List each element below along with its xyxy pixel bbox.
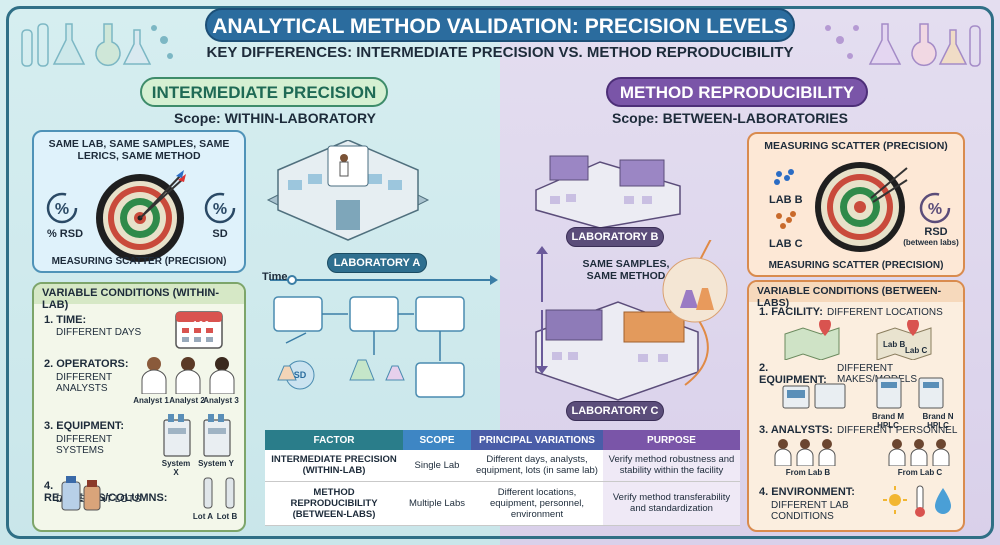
analyst-2-label: Analyst 2 bbox=[169, 396, 205, 405]
system-x-label: System X bbox=[161, 459, 191, 477]
right-item-4-desc: DIFFERENT LAB CONDITIONS bbox=[771, 500, 849, 522]
variable-conditions-between-labs-box: VARIABLE CONDITIONS (BETWEEN-LABS) 1. FA… bbox=[747, 280, 965, 532]
laboratory-b-building-icon bbox=[535, 155, 681, 229]
brand-n-hplc: Brand N HPLC bbox=[922, 412, 954, 430]
left-item-3-title: 3. EQUIPMENT: bbox=[44, 420, 125, 432]
glassware-decoration-right bbox=[825, 23, 981, 67]
same-conditions-box: SAME LAB, SAME SAMPLES, SAME LERICS, SAM… bbox=[32, 130, 246, 273]
table-row: INTERMEDIATE PRECISION (WITHIN-LAB) Sing… bbox=[265, 450, 740, 482]
rsd-between-labs: (between labs) bbox=[903, 238, 959, 247]
page-title: ANALYTICAL METHOD VALIDATION: PRECISION … bbox=[205, 8, 795, 42]
glassware-decoration-left bbox=[21, 23, 173, 67]
lab-b-marker: LAB B bbox=[769, 194, 803, 206]
from-lab-c: From Lab C bbox=[897, 468, 943, 477]
columns-icon bbox=[203, 477, 235, 509]
svg-text:%: % bbox=[55, 201, 69, 218]
time-label: Time bbox=[262, 271, 288, 283]
right-item-1-title: 1. FACILITY: bbox=[759, 306, 823, 318]
variable-conditions-within-lab-box: VARIABLE CONDITIONS (WITHIN-LAB) 1. TIME… bbox=[32, 282, 246, 532]
method-reproducibility-header: METHOD REPRODUCIBILITY bbox=[606, 77, 868, 107]
measuring-scatter-right-top: MEASURING SCATTER (PRECISION) bbox=[764, 140, 948, 152]
table-cell-factor: INTERMEDIATE PRECISION (WITHIN-LAB) bbox=[265, 450, 403, 482]
rsd-label: % RSD bbox=[46, 228, 84, 240]
right-item-3-title: 3. ANALYSTS: bbox=[759, 424, 833, 436]
same-samples-method-text: SAME SAMPLES, SAME METHOD bbox=[582, 258, 670, 282]
left-item-3-desc: DIFFERENT SYSTEMS bbox=[56, 434, 112, 456]
dartboard-icon-right bbox=[815, 162, 908, 252]
dartboard-icon bbox=[96, 170, 186, 262]
table-header-purpose: PURPOSE bbox=[603, 430, 740, 450]
map-locations-icon bbox=[784, 320, 932, 360]
comparison-table: FACTOR SCOPE PRINCIPAL VARIATIONS PURPOS… bbox=[265, 430, 740, 527]
left-item-1-title: 1. TIME: bbox=[44, 314, 87, 326]
table-header-scope: SCOPE bbox=[403, 430, 471, 450]
intermediate-precision-header: INTERMEDIATE PRECISION bbox=[140, 77, 388, 107]
rsd-right-label: RSD bbox=[924, 226, 948, 238]
hplc-systems-icon bbox=[163, 414, 231, 457]
table-cell-variations: Different days, analysts, equipment, lot… bbox=[471, 450, 603, 482]
table-header-variations: PRINCIPAL VARIATIONS bbox=[471, 430, 603, 450]
analysts-icon bbox=[141, 357, 235, 394]
percent-cycle-icon-left: % bbox=[46, 192, 78, 224]
table-cell-scope: Single Lab bbox=[403, 450, 471, 482]
sd-bubble-label: SD bbox=[293, 370, 307, 380]
same-conditions-text: SAME LAB, SAME SAMPLES, SAME LERICS, SAM… bbox=[48, 138, 230, 162]
table-header-factor: FACTOR bbox=[265, 430, 403, 450]
right-item-4-title: 4. ENVIRONMENT: bbox=[759, 486, 855, 498]
environment-icons bbox=[883, 485, 951, 517]
table-cell-variations: Different locations, equipment, personne… bbox=[471, 481, 603, 527]
laboratory-a-building-icon bbox=[266, 140, 430, 241]
left-scope: Scope: WITHIN-LABORATORY bbox=[174, 110, 376, 126]
reagent-bottles-icon bbox=[61, 476, 101, 511]
lot-a-label: Lot A bbox=[192, 512, 214, 521]
analyst-1-label: Analyst 1 bbox=[133, 396, 169, 405]
svg-text:%: % bbox=[928, 201, 942, 218]
brand-m-hplc: Brand M HPLC bbox=[872, 412, 904, 430]
map-lab-b: Lab B bbox=[883, 340, 906, 349]
lab-connection-arrows bbox=[536, 240, 728, 386]
sd-label: SD bbox=[212, 228, 228, 240]
percent-cycle-icon-rsd: % bbox=[919, 192, 951, 224]
laboratory-c-label: LABORATORY C bbox=[566, 401, 664, 421]
table-cell-factor: METHOD REPRODUCIBILITY (BETWEEN-LABS) bbox=[265, 481, 403, 527]
equipment-makes-icon bbox=[782, 377, 944, 409]
right-scope: Scope: BETWEEN-LABORATORIES bbox=[612, 110, 848, 126]
lab-c-marker: LAB C bbox=[769, 238, 803, 250]
left-item-2-title: 2. OPERATORS: bbox=[44, 358, 129, 370]
left-item-2-desc: DIFFERENT ANALYSTS bbox=[56, 372, 112, 394]
measuring-scatter-between-labs-box: MEASURING SCATTER (PRECISION) LAB B LAB … bbox=[747, 132, 965, 277]
left-item-1-desc: DIFFERENT DAYS bbox=[56, 327, 142, 338]
table-row: METHOD REPRODUCIBILITY (BETWEEN-LABS) Mu… bbox=[265, 481, 740, 527]
svg-text:%: % bbox=[213, 201, 227, 218]
right-item-1-desc: DIFFERENT LOCATIONS bbox=[827, 307, 943, 318]
laboratory-c-building-icon bbox=[535, 301, 699, 401]
right-item-3-desc: DIFFERENT PERSONNEL bbox=[837, 425, 958, 436]
lot-b-label: Lot B bbox=[216, 512, 238, 521]
laboratory-a-label: LABORATORY A bbox=[327, 253, 427, 273]
map-lab-c: Lab C bbox=[905, 346, 928, 355]
variable-conditions-right-title: VARIABLE CONDITIONS (BETWEEN-LABS) bbox=[757, 285, 942, 309]
variable-conditions-left-title: VARIABLE CONDITIONS (WITHIN-LAB) bbox=[42, 287, 220, 311]
table-cell-purpose: Verify method transferability and standa… bbox=[603, 481, 740, 527]
page-subtitle: KEY DIFFERENCES: INTERMEDIATE PRECISION … bbox=[206, 44, 794, 61]
table-header-row: FACTOR SCOPE PRINCIPAL VARIATIONS PURPOS… bbox=[265, 430, 740, 450]
personnel-icon bbox=[774, 439, 950, 466]
analyst-3-label: Analyst 3 bbox=[203, 396, 239, 405]
calendar-digits: 1 2 3 bbox=[193, 321, 209, 328]
from-lab-b: From Lab B bbox=[785, 468, 831, 477]
percent-cycle-icon-right: % bbox=[204, 192, 236, 224]
right-item-2-title: 2. EQUIPMENT: bbox=[759, 362, 827, 386]
table-cell-scope: Multiple Labs bbox=[403, 481, 471, 527]
measuring-scatter-right-bottom: MEASURING SCATTER (PRECISION) bbox=[768, 260, 944, 271]
outer-frame bbox=[6, 6, 994, 539]
workflow-timeline bbox=[270, 275, 498, 398]
calendar-icon bbox=[175, 311, 223, 349]
scatter-dots-icon bbox=[774, 169, 796, 229]
measuring-scatter-left: MEASURING SCATTER (PRECISION) bbox=[51, 256, 227, 267]
table-cell-purpose: Verify method robustness and stability w… bbox=[603, 450, 740, 482]
laboratory-b-label: LABORATORY B bbox=[566, 227, 664, 247]
system-y-label: System Y bbox=[198, 459, 234, 468]
